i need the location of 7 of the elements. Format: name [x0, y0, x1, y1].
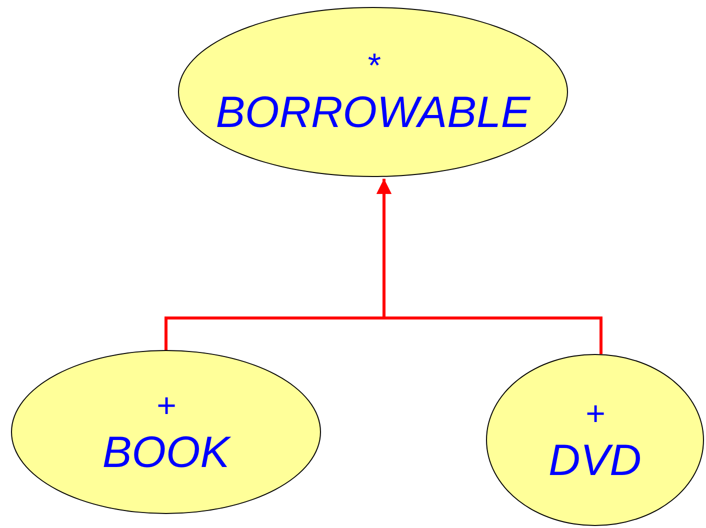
inheritance-arrow: [376, 178, 602, 354]
class-name: DVD: [548, 439, 642, 483]
class-marker: +: [156, 389, 176, 423]
class-marker: *: [366, 49, 380, 83]
class-name: BORROWABLE: [216, 91, 530, 135]
class-marker: +: [585, 397, 605, 431]
class-name: BOOK: [102, 431, 230, 475]
